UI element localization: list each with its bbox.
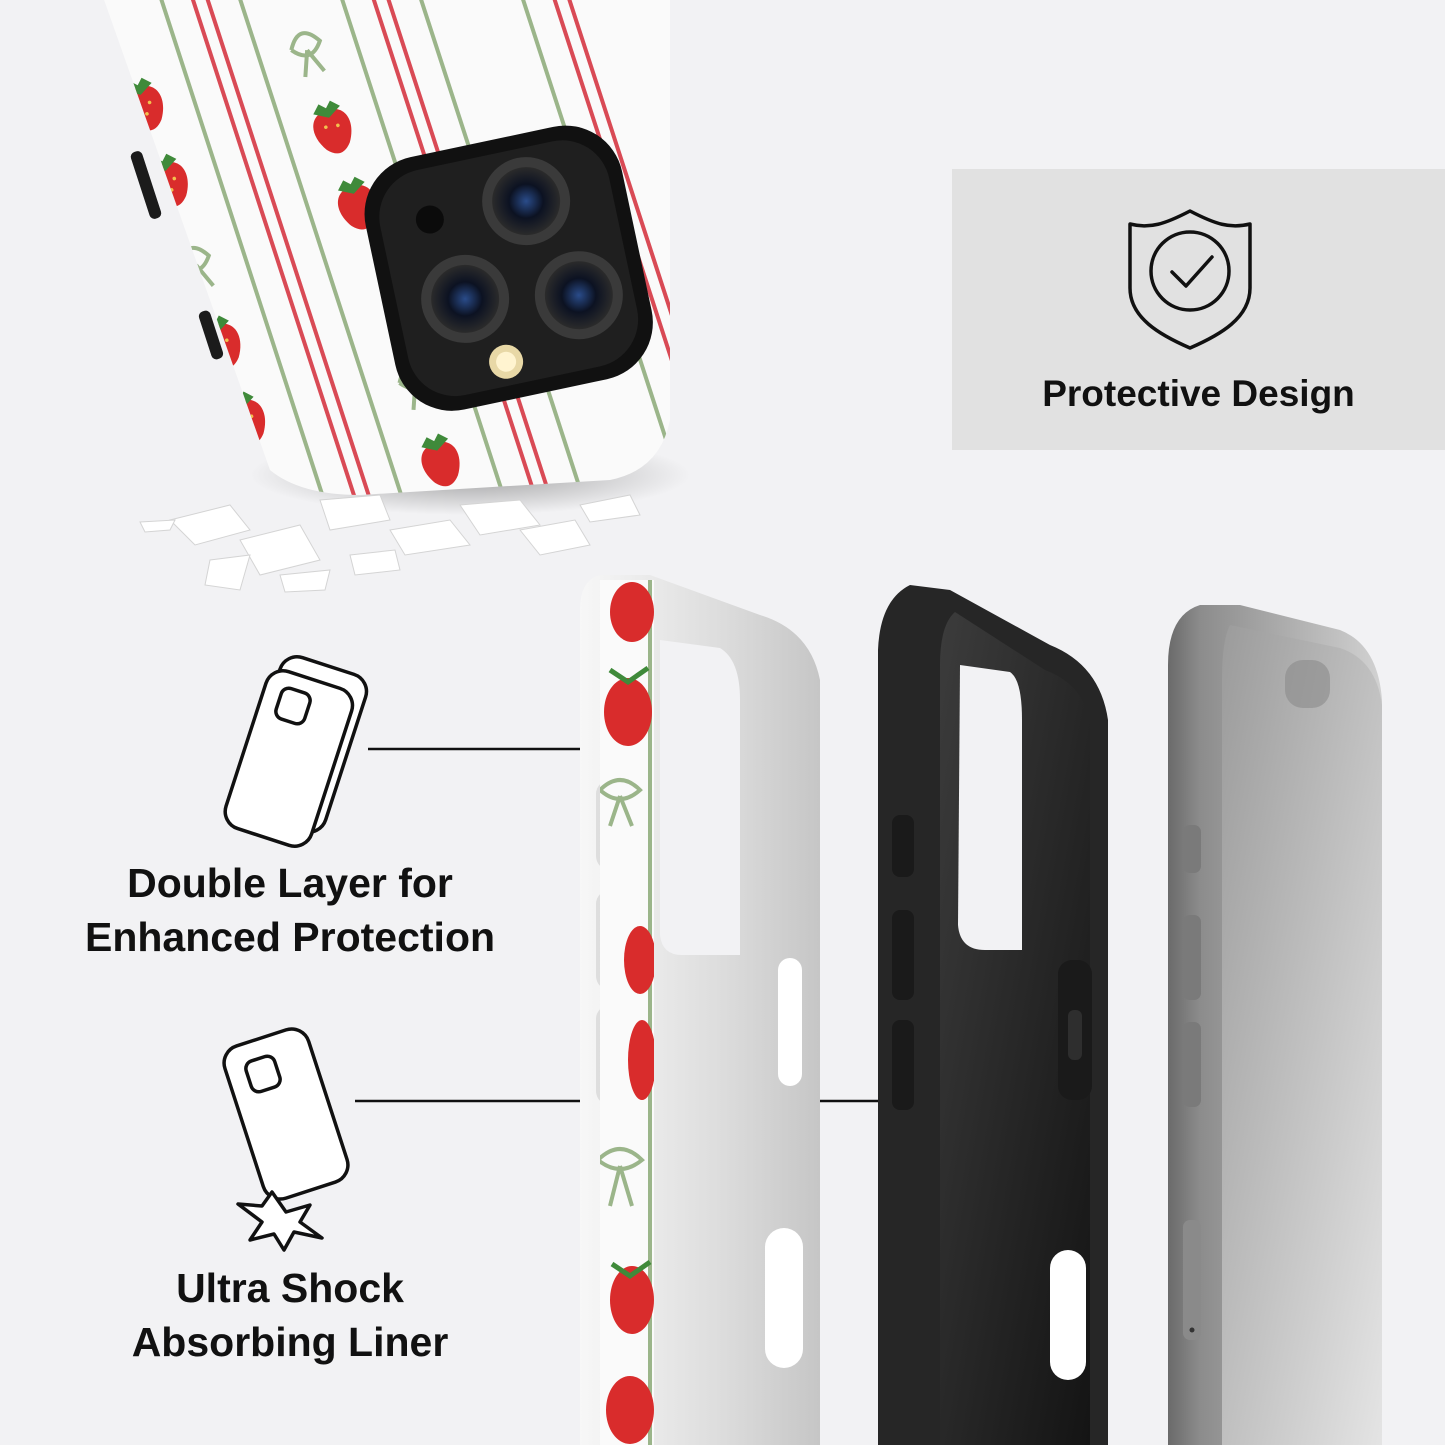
double-layer-case-icon — [223, 655, 369, 848]
shock-liner-label: Ultra Shock Absorbing Liner — [60, 1261, 520, 1369]
double-layer-line1: Double Layer for — [127, 860, 453, 906]
double-layer-line2: Enhanced Protection — [84, 914, 496, 960]
double-layer-label: Double Layer for Enhanced Protection — [40, 856, 540, 964]
shock-liner-line1: Ultra Shock — [176, 1265, 404, 1311]
protective-design-label: Protective Design — [1042, 373, 1355, 414]
phone-body — [1168, 605, 1382, 1445]
inner-liner-layer — [878, 585, 1108, 1445]
camera-module — [364, 125, 653, 411]
debris-shards — [139, 494, 641, 593]
strawberry-edge-pattern — [600, 580, 654, 1445]
tilted-case-impact-illustration — [90, 0, 690, 593]
phone-impact-icon — [222, 1027, 350, 1252]
shock-liner-line2: Absorbing Liner — [131, 1319, 449, 1365]
outer-shell-layer — [580, 575, 820, 1445]
